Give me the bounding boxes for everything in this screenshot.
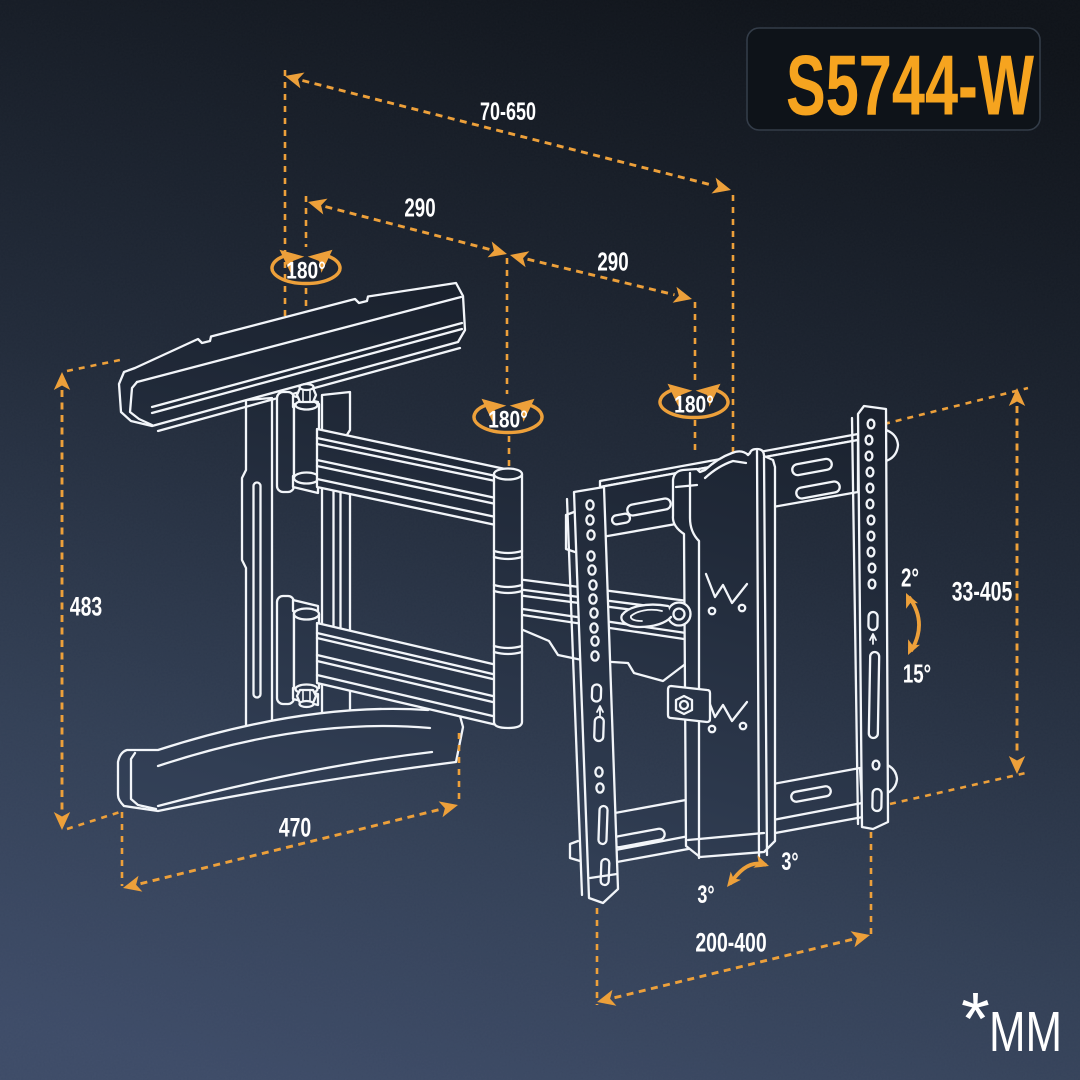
svg-text:200-400: 200-400 [695,928,766,958]
svg-text:3°: 3° [781,847,798,876]
svg-text:180°: 180° [488,406,528,434]
svg-text:290: 290 [404,192,435,222]
svg-text:2°: 2° [901,562,919,592]
svg-text:483: 483 [70,592,102,622]
svg-text:70-650: 70-650 [480,97,536,126]
svg-text:S5744-W: S5744-W [786,38,1035,133]
svg-text:470: 470 [279,813,311,843]
svg-text:33-405: 33-405 [952,577,1013,607]
svg-text:MM: MM [989,999,1062,1063]
svg-text:290: 290 [597,246,628,276]
svg-text:180°: 180° [674,391,714,419]
svg-text:3°: 3° [697,880,714,909]
svg-text:*: * [961,977,990,1060]
svg-text:15°: 15° [903,658,931,688]
svg-text:180°: 180° [286,257,326,285]
